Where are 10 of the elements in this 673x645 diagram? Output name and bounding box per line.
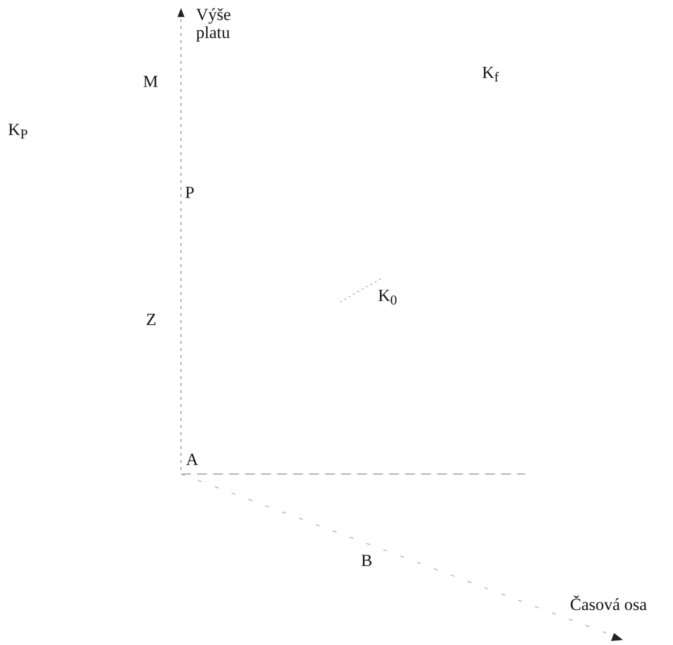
axis-label: Časová osa <box>570 596 647 614</box>
axis-label: B <box>361 552 372 570</box>
axis-label: Z <box>146 311 156 329</box>
axis-label: Výše platu <box>196 6 232 42</box>
axis-label: K$_{0}$ <box>378 287 398 308</box>
axis-label: K$_{P}$ <box>8 121 28 142</box>
axis-label: K$_{f}$ <box>482 64 499 85</box>
axis-label: P <box>185 184 194 202</box>
axis-label: A <box>186 451 198 469</box>
axis-label: M <box>143 73 158 91</box>
